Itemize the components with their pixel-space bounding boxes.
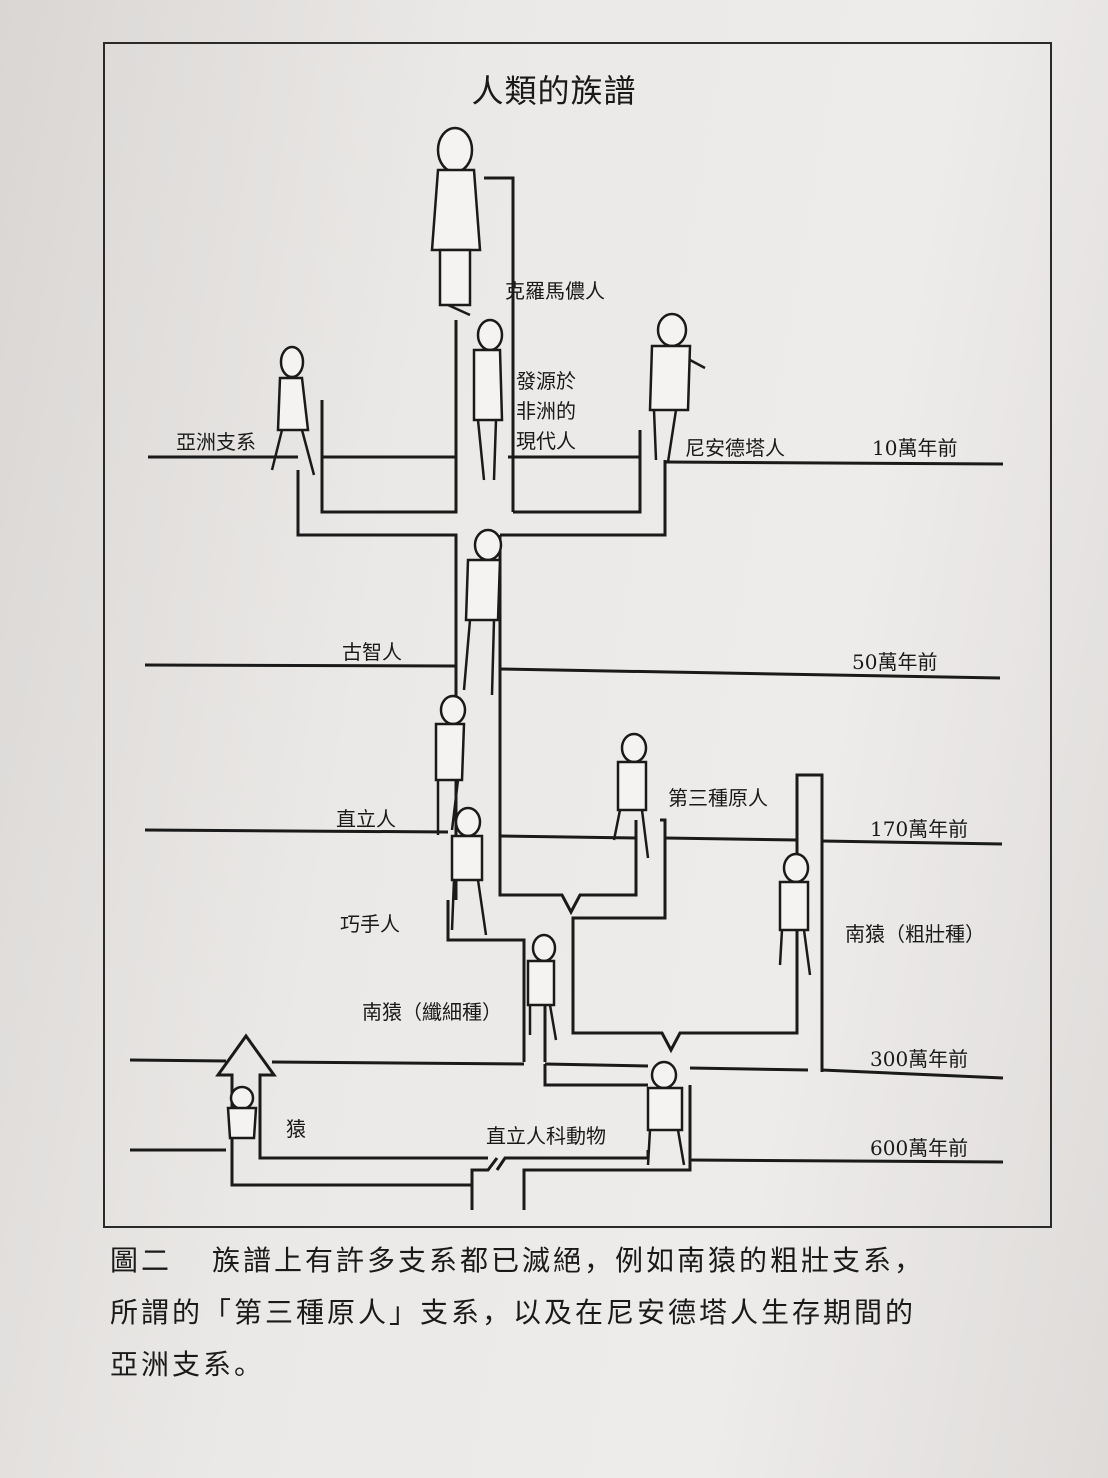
label-homo-habilis: 巧手人 (340, 912, 400, 936)
time-label-10: 10萬年前 (872, 436, 958, 460)
label-modern-human: 發源於 非洲的 現代人 (516, 369, 576, 453)
caption-line-2: 所謂的「第三種原人」支系，以及在尼安德塔人生存期間的 (110, 1296, 917, 1329)
time-label-170: 170萬年前 (870, 817, 969, 841)
caption-label: 圖二 (110, 1244, 173, 1277)
label-hominidae: 直立人科動物 (486, 1124, 606, 1148)
label-homo-erectus: 直立人 (336, 807, 396, 831)
figure-frame (103, 42, 1052, 1228)
timeline-50 (144, 663, 456, 668)
label-cro-magnon: 克羅馬儂人 (505, 279, 605, 303)
figure-caption: 圖二 族譜上有許多支系都已滅絕，例如南猿的粗壯支系， 所謂的「第三種原人」支系，以… (110, 1235, 1050, 1391)
homo-habilis-figure (450, 806, 488, 936)
archaic-sapiens-figure (462, 528, 503, 696)
caption-line-1: 族譜上有許多支系都已滅絕，例如南猿的粗壯支系， (212, 1244, 926, 1277)
asian-branch-figure (270, 345, 316, 476)
robust-australopithecine-figure (778, 852, 812, 976)
gracile-australopithecine-figure (526, 933, 558, 1041)
label-gracile-australopithecine: 南猿（纖細種） (362, 1000, 502, 1024)
caption-line-3: 亞洲支系。 (110, 1348, 266, 1381)
label-asian-branch: 亞洲支系 (176, 430, 256, 454)
cro-magnon-figure (430, 126, 482, 317)
modern-human-figure (472, 318, 504, 481)
third-hominid-figure (612, 732, 650, 859)
label-neanderthal: 尼安德塔人 (685, 436, 785, 460)
label-archaic-sapiens: 古智人 (342, 640, 402, 664)
label-robust-australopithecine: 南猿（粗壯種） (845, 922, 985, 946)
time-label-600: 600萬年前 (870, 1136, 969, 1160)
timeline-170 (144, 828, 449, 834)
hominidae-ancestor-figure (646, 1060, 686, 1166)
time-label-300: 300萬年前 (870, 1047, 969, 1071)
neanderthal-figure (648, 312, 706, 463)
label-ape: 猿 (286, 1117, 306, 1141)
timeline-300 (129, 1058, 227, 1063)
homo-erectus-figure (434, 694, 467, 835)
time-label-50: 50萬年前 (852, 650, 938, 674)
diagram-title: 人類的族譜 (471, 72, 637, 110)
ape-figure (226, 1085, 258, 1140)
label-third-hominid: 第三種原人 (668, 786, 768, 810)
